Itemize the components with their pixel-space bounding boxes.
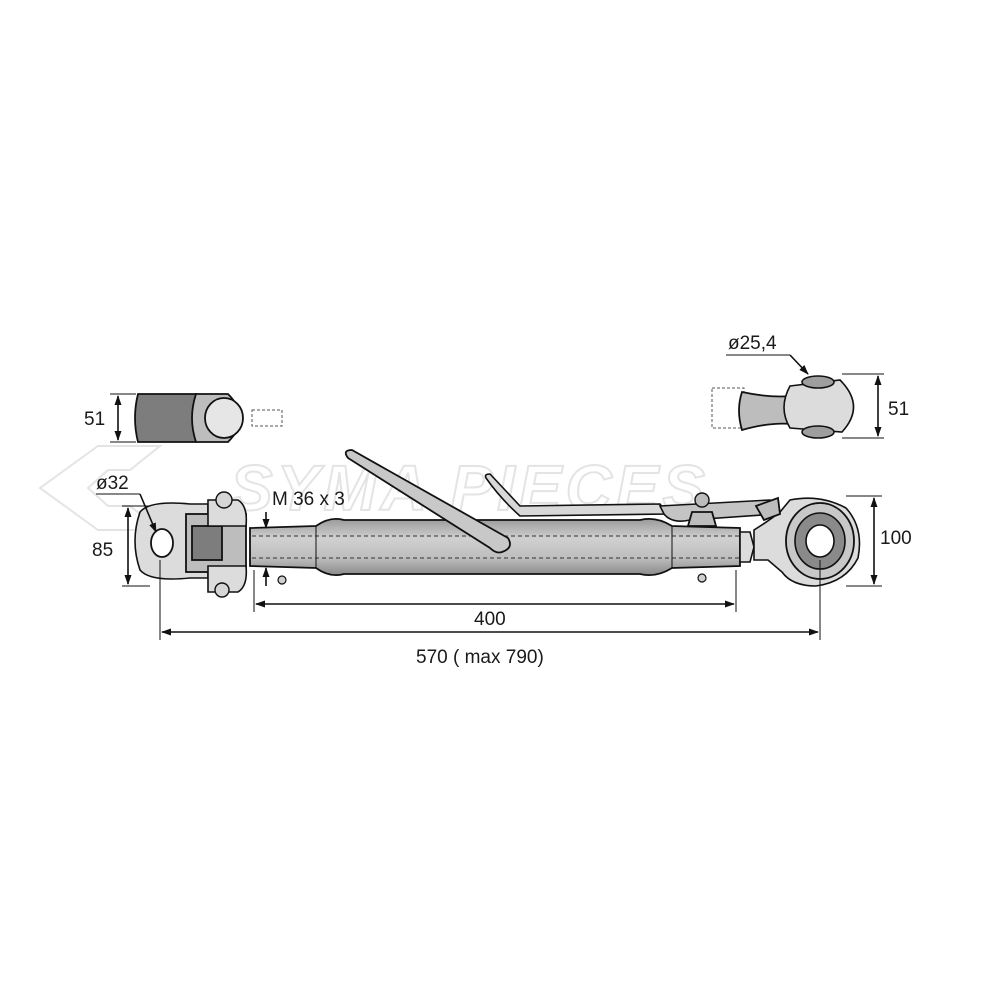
right-height-label: 100: [880, 528, 912, 549]
left-height-label: 85: [92, 540, 113, 561]
pin-diameter-dimension: ø32: [96, 473, 157, 533]
right-ball-detail-view: 51 ø25,4: [711, 333, 909, 439]
tommy-bar-handle: [344, 449, 511, 554]
total-length-dimension: 570 ( max 790): [159, 560, 821, 668]
tube-length-label: 400: [474, 609, 506, 630]
pin-diameter-label: ø32: [96, 473, 129, 494]
ball-diameter-label: ø25,4: [728, 333, 777, 354]
right-ball-end: [753, 496, 861, 587]
top-link-assembly: [134, 449, 861, 598]
thread-label: M 36 x 3: [272, 489, 345, 510]
left-clevis: [134, 491, 248, 598]
left-eye-detail-view: 51: [84, 393, 283, 443]
total-length-label: 570 ( max 790): [416, 647, 544, 668]
left-eye-width-label: 51: [84, 409, 105, 430]
left-height-dimension: 85: [92, 505, 150, 587]
right-eye-width-label: 51: [888, 399, 909, 420]
right-height-dimension: 100: [846, 495, 912, 587]
tube-length-dimension: 400: [253, 570, 737, 630]
thread-dimension: M 36 x 3: [262, 489, 345, 586]
